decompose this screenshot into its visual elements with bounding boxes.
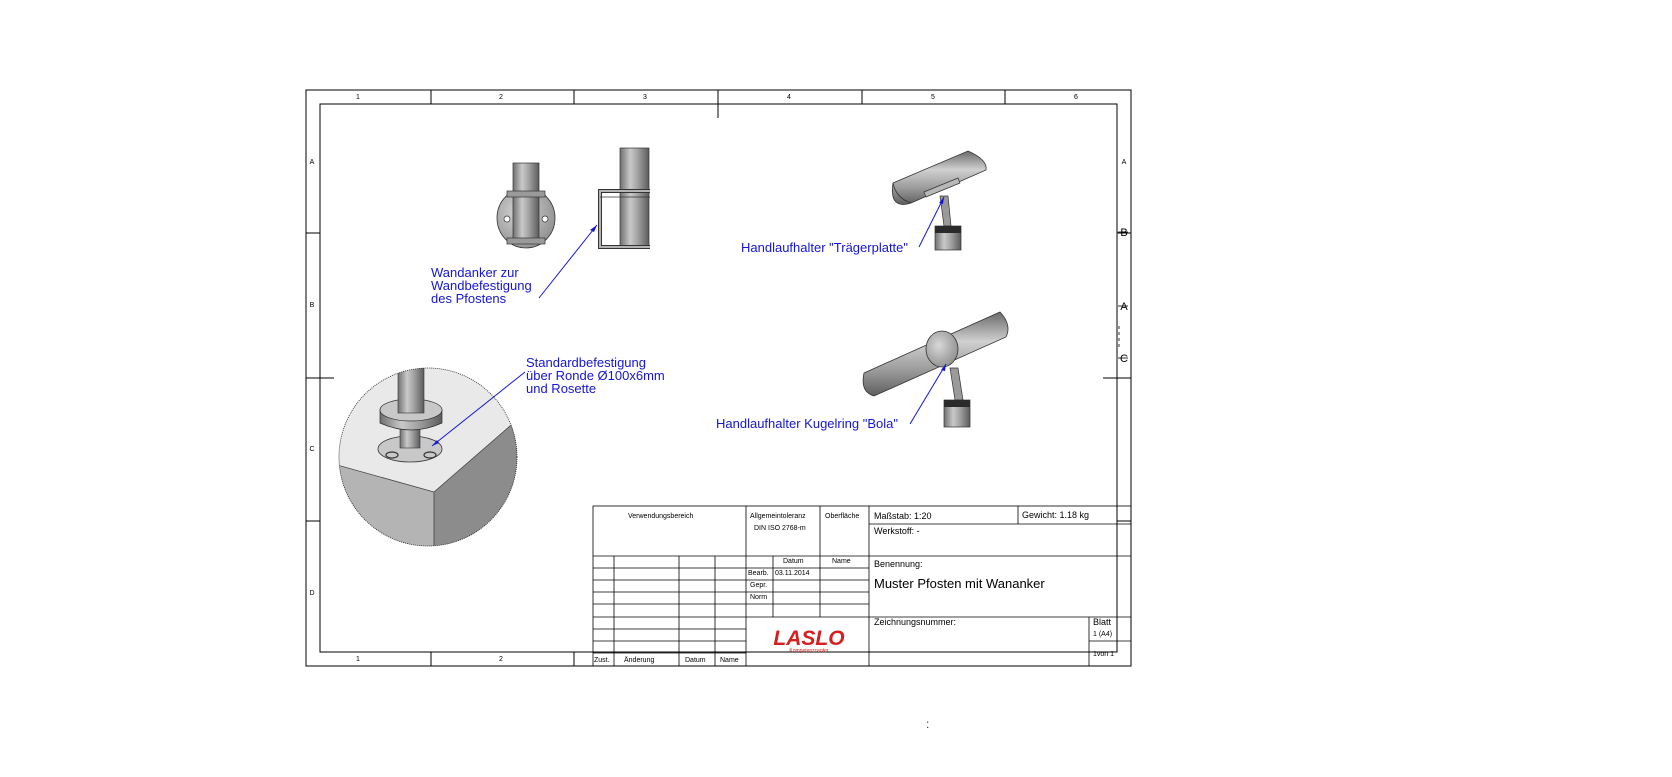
column-grid [306, 90, 1131, 666]
title-block [592, 505, 1132, 667]
gepr-label: Gepr. [750, 582, 767, 589]
verwendungsbereich-label: Verwendungsbereich [628, 513, 693, 520]
leader-arrows [432, 197, 946, 446]
bearb-date: 03.11.2014 [775, 570, 810, 577]
col-label-3: 3 [643, 94, 647, 101]
traegerplatte-holder-view [892, 150, 987, 251]
zust-label: Zust. [594, 657, 610, 664]
tolerance-label: Allgemeintoleranz [750, 513, 806, 520]
oberflaeche-label: Oberfläche [825, 513, 859, 520]
datum-footer-label: Datum [685, 657, 706, 664]
zeichnungsnummer-label: Zeichnungsnummer: [874, 617, 956, 627]
standard-mounting-detail-view [338, 367, 518, 547]
standard-note-line-2: über Ronde Ø100x6mm [526, 368, 665, 383]
blatt-count: 1von 1 [1093, 651, 1114, 658]
section-mark-lines [1118, 231, 1128, 359]
gewicht: Gewicht: 1.18 kg [1022, 510, 1089, 520]
name-header: Name [832, 558, 851, 565]
col-label-bottom-2: 2 [499, 656, 503, 663]
row-label-right-a: A [1122, 159, 1127, 166]
col-label-bottom-1: 1 [356, 656, 360, 663]
bearb-label: Bearb. [748, 570, 769, 577]
wandanker-note-line-2: Wandbefestigung [431, 278, 532, 293]
werkstoff: Werkstoff: - [874, 526, 920, 536]
benennung-value: Muster Pfosten mit Wananker [874, 576, 1045, 591]
bola-holder-view [862, 311, 1009, 428]
row-label-a: A [310, 159, 315, 166]
col-label-1: 1 [356, 94, 360, 101]
col-label-5: 5 [931, 94, 935, 101]
name-footer-label: Name [720, 657, 739, 664]
wandanker-note-line-1: Wandanker zur [431, 265, 519, 280]
standard-note-line-3: und Rosette [526, 381, 596, 396]
stray-mark: : [926, 717, 929, 731]
col-label-2: 2 [499, 94, 503, 101]
wall-anchor-side-view [598, 147, 650, 249]
benennung-label: Benennung: [874, 559, 923, 569]
wall-anchor-front-view [496, 162, 556, 249]
leader-lines [431, 196, 947, 447]
traegerplatte-note: Handlaufhalter "Trägerplatte" [741, 240, 908, 255]
laslo-logo: LASLO Kompetenzcenter [773, 627, 844, 654]
tolerance-value: DIN ISO 2768-m [754, 525, 806, 532]
bola-note: Handlaufhalter Kugelring "Bola" [716, 416, 898, 431]
massstab: Maßstab: 1:20 [874, 511, 932, 521]
blatt-format: 1 (A4) [1093, 631, 1112, 638]
section-mark-c: C [1120, 353, 1128, 365]
logo-subtitle: Kompetenzcenter [789, 648, 829, 654]
logo-wordmark: LASLO [773, 627, 844, 650]
section-mark-a: A [1120, 301, 1128, 313]
norm-label: Norm [750, 594, 767, 601]
col-label-4: 4 [787, 94, 791, 101]
aenderung-label: Änderung [624, 656, 654, 664]
blatt-label: Blatt [1093, 617, 1112, 627]
row-label-b: B [310, 302, 315, 309]
standard-note-line-1: Standardbefestigung [526, 355, 646, 370]
section-mark-b: B [1120, 227, 1127, 239]
datum-header: Datum [783, 558, 804, 565]
row-label-c: C [309, 446, 314, 453]
wandanker-note-line-3: des Pfostens [431, 291, 507, 306]
row-label-d: D [309, 590, 314, 597]
col-label-6: 6 [1074, 94, 1078, 101]
